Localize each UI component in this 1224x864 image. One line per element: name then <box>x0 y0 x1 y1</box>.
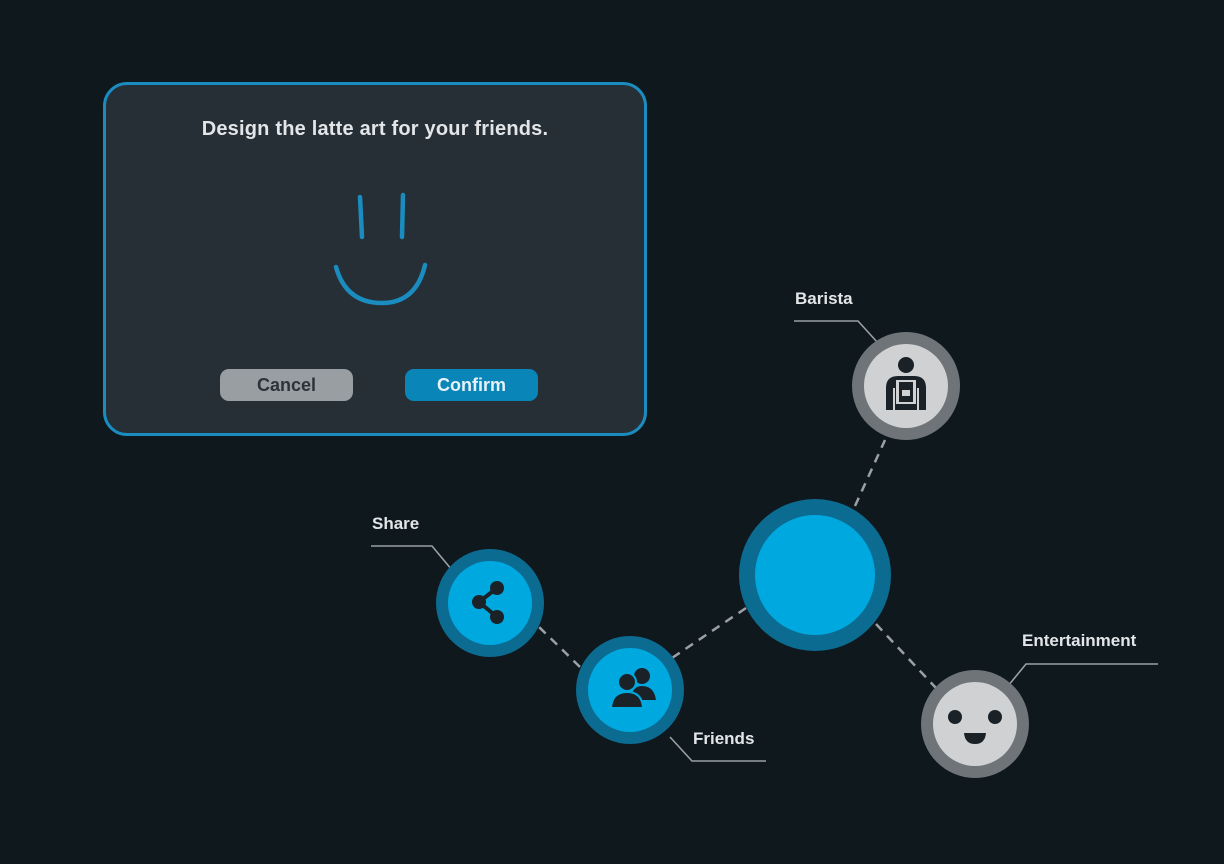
confirm-button[interactable]: Confirm <box>405 369 538 401</box>
latte-art-canvas[interactable] <box>306 185 456 315</box>
share-leader-line <box>371 545 453 571</box>
friends-label: Friends <box>693 729 755 748</box>
friends-icon <box>609 668 656 709</box>
center-node[interactable] <box>739 499 891 651</box>
barista-node[interactable] <box>852 332 960 440</box>
friends-node[interactable] <box>576 636 684 744</box>
barista-leader-line <box>794 320 879 344</box>
cancel-button[interactable]: Cancel <box>220 369 353 401</box>
connector-center-barista <box>853 439 887 507</box>
entertainment-label: Entertainment <box>1022 631 1137 650</box>
friends-leader-line <box>669 736 766 762</box>
smiley-icon <box>948 710 1002 744</box>
share-label: Share <box>372 514 420 533</box>
dialog-title: Design the latte art for your friends. <box>201 118 549 140</box>
barista-icon <box>886 357 926 410</box>
connector-center-friends <box>671 606 747 660</box>
connector-center-entertainment <box>875 623 937 689</box>
latte-art-dialog: Design the latte art for your friends. C… <box>103 82 647 436</box>
share-icon <box>472 581 504 624</box>
entertainment-node[interactable] <box>921 670 1029 778</box>
share-node[interactable] <box>436 549 544 657</box>
entertainment-leader-line <box>1007 663 1158 687</box>
barista-label: Barista <box>795 289 853 308</box>
smiley-drawing <box>333 192 428 306</box>
connector-friends-share <box>536 624 581 668</box>
